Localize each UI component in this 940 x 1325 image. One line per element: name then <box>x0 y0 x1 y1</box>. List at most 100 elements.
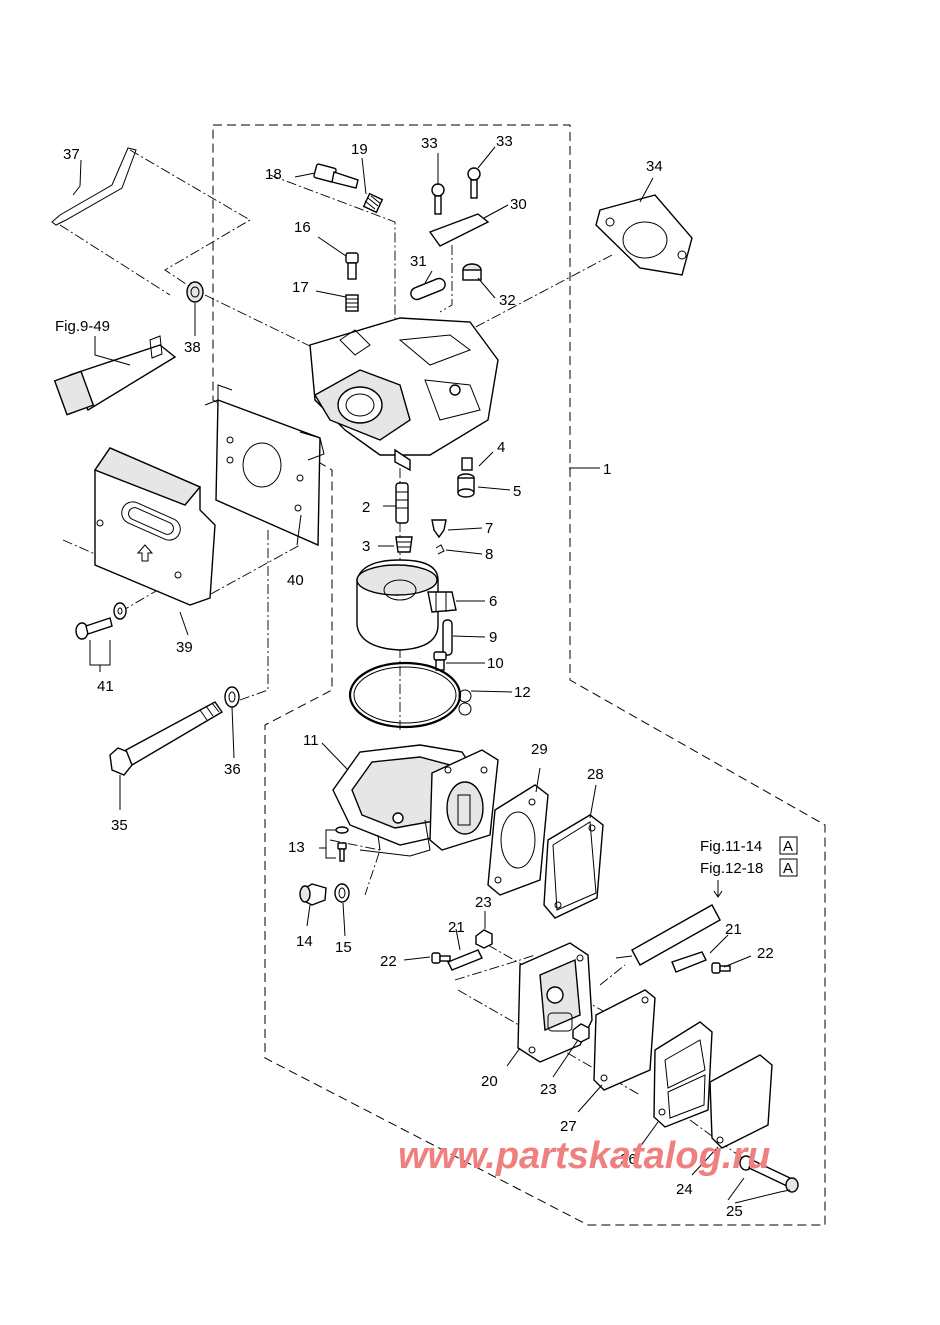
callout-30: 30 <box>510 196 527 213</box>
needle-clip <box>435 544 445 555</box>
callout-5: 5 <box>513 483 521 500</box>
callout-33-right: 33 <box>496 133 513 150</box>
drain-screw <box>299 883 327 906</box>
fig-ref-box-a-top <box>779 836 798 855</box>
fig-ref-12-18: Fig.12-18 <box>700 860 763 877</box>
callout-4: 4 <box>497 439 505 456</box>
float-bowl-gasket <box>348 661 472 729</box>
callout-32: 32 <box>499 292 516 309</box>
pump-screw-left <box>431 952 451 964</box>
callout-2: 2 <box>362 499 370 516</box>
plate-screws <box>431 167 481 215</box>
callout-17: 17 <box>292 279 309 296</box>
hose-clip-right <box>671 951 707 973</box>
callout-11: 11 <box>303 732 319 749</box>
callout-26: 26 <box>620 1151 637 1168</box>
float-screw <box>433 651 447 671</box>
callout-1: 1 <box>603 461 611 478</box>
cover-cap <box>462 263 482 281</box>
callout-3: 3 <box>362 538 370 555</box>
callout-31: 31 <box>410 253 427 270</box>
callout-23-bottom: 23 <box>540 1081 557 1098</box>
fuel-pump-body <box>517 942 593 1063</box>
silencer-cover <box>93 447 216 606</box>
pump-diaphragm <box>543 814 604 919</box>
watermark: www.partskatalog.ru <box>398 1135 770 1177</box>
carburetor-body <box>309 317 499 472</box>
cover-plate <box>428 213 490 247</box>
callout-8: 8 <box>485 546 493 563</box>
throttle-stop-screw <box>345 252 359 280</box>
leader-lines <box>72 146 791 1204</box>
main-nozzle <box>395 482 409 524</box>
pump-cover-screw <box>739 1155 799 1193</box>
float-pin <box>442 619 453 656</box>
throttle-stop-spring <box>345 294 359 312</box>
grommet <box>186 281 204 303</box>
needle-valve <box>431 519 447 539</box>
callout-37: 37 <box>63 146 80 163</box>
callout-12: 12 <box>514 684 531 701</box>
cover-gasket <box>410 277 446 301</box>
bolt-washer <box>224 686 240 708</box>
fuel-hose <box>615 904 721 966</box>
choke-rod <box>51 147 137 226</box>
pump-diaphragm-outer <box>653 1021 713 1128</box>
callout-22-right: 22 <box>757 945 774 962</box>
callout-33-left: 33 <box>421 135 438 152</box>
callout-34: 34 <box>646 158 663 175</box>
callout-21-right: 21 <box>725 921 742 938</box>
callout-28: 28 <box>587 766 604 783</box>
callout-41: 41 <box>97 678 114 695</box>
pump-nut-top <box>475 929 493 949</box>
hose-clip-left <box>447 949 483 971</box>
fig-ref-11-14: Fig.11-14 <box>700 838 762 855</box>
fig-ref-box-a-top-letter: A <box>783 838 793 855</box>
choke-knob-ref <box>53 335 177 416</box>
callout-24: 24 <box>676 1181 693 1198</box>
callout-27: 27 <box>560 1118 577 1135</box>
callout-22-left: 22 <box>380 953 397 970</box>
silencer-plate <box>204 384 325 547</box>
pump-gasket <box>487 784 549 896</box>
pump-nut-bottom <box>572 1023 590 1043</box>
float <box>356 559 457 651</box>
long-bolt <box>109 701 224 776</box>
callout-25: 25 <box>726 1203 743 1220</box>
callout-35: 35 <box>111 817 128 834</box>
callout-21-left: 21 <box>448 919 465 936</box>
figure-references: Fig.9-49 Fig.11-14 A Fig.12-18 A <box>55 318 798 898</box>
callout-36: 36 <box>224 761 241 778</box>
cover-screw <box>75 602 127 640</box>
fig-ref-box-a-bottom-letter: A <box>783 860 793 877</box>
main-jet <box>395 536 413 553</box>
drain-washer <box>334 883 350 903</box>
callout-15: 15 <box>335 939 352 956</box>
pilot-jet <box>461 457 473 471</box>
pilot-screw-spring <box>362 192 384 214</box>
pump-cover <box>709 1054 773 1149</box>
callout-19: 19 <box>351 141 368 158</box>
callout-14: 14 <box>296 933 313 950</box>
callout-6-label: 6 <box>489 593 497 610</box>
callout-18: 18 <box>265 166 282 183</box>
callout-29: 29 <box>531 741 548 758</box>
callout-23-top: 23 <box>475 894 492 911</box>
callout-9: 9 <box>489 629 497 646</box>
callout-39: 39 <box>176 639 193 656</box>
callout-20: 20 <box>481 1073 498 1090</box>
callout-10: 10 <box>487 655 504 672</box>
fuel-pump-flange <box>429 749 499 851</box>
chamber-screw <box>335 826 349 862</box>
callout-38: 38 <box>184 339 201 356</box>
callout-13: 13 <box>288 839 305 856</box>
callout-labels: 1 2 3 4 5 6 7 8 6 9 10 11 12 13 14 15 16… <box>63 133 774 1220</box>
pump-gasket-outer <box>593 989 656 1091</box>
pilot-screw <box>313 163 359 189</box>
fig-ref-box-a-bottom <box>779 858 798 877</box>
callout-16: 16 <box>294 219 311 236</box>
callout-7: 7 <box>485 520 493 537</box>
fig-ref-9-49: Fig.9-49 <box>55 318 110 335</box>
